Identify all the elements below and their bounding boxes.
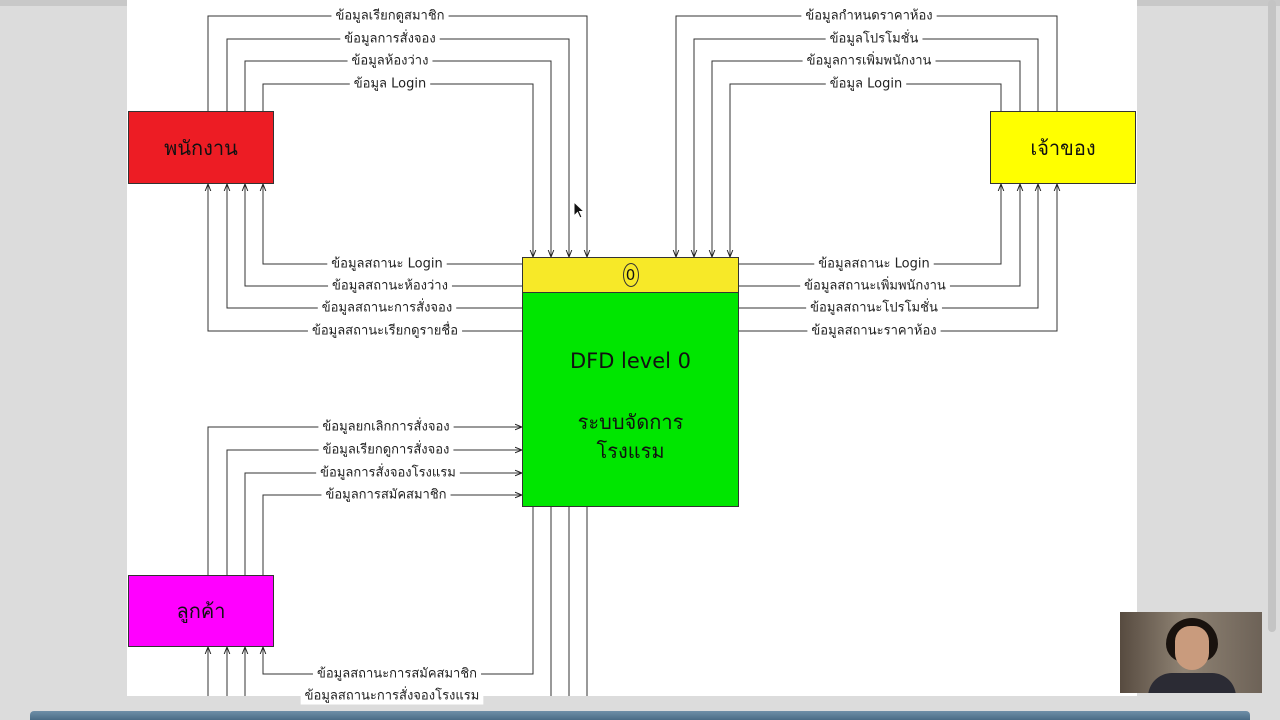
flow-process-to-customer-1 xyxy=(263,507,534,675)
flow-label-owner-out-3: ข้อมูลสถานะโปรโมชั่น xyxy=(810,299,938,316)
flow-process-to-owner-1 xyxy=(739,184,1001,265)
process-number: 0 xyxy=(622,263,639,287)
flow-label-customer-out-1: ข้อมูลสถานะการสมัคสมาชิก xyxy=(317,667,477,682)
process-hotel-system[interactable]: DFD level 0 ระบบจัดการ โรงแรม xyxy=(522,292,739,507)
flow-customer-to-process-4 xyxy=(262,495,522,575)
flow-label-staff-in-4: ข้อมูล Login xyxy=(354,77,426,92)
flow-label-customer-in-2: ข้อมูลเรียกดูการสั่งจอง xyxy=(323,441,450,458)
flow-label-owner-in-4: ข้อมูล Login xyxy=(830,77,902,92)
flow-label-customer-in-1: ข้อมูลยกเลิกการสั่งจอง xyxy=(322,418,449,435)
flow-label-staff-in-1: ข้อมูลเรียกดูสมาชิก xyxy=(335,8,444,24)
flow-label-owner-out-2: ข้อมูลสถานะเพิ่มพนักงาน xyxy=(804,277,946,294)
dock-bar xyxy=(30,711,1250,720)
entity-staff[interactable]: พนักงาน xyxy=(128,111,274,184)
flow-label-owner-in-2: ข้อมูลโปรโมชั่น xyxy=(830,30,919,47)
flow-label-staff-out-1: ข้อมูลสถานะ Login xyxy=(331,257,442,272)
process-header[interactable]: 0 xyxy=(522,257,739,293)
process-name-line-2: โรงแรม xyxy=(596,439,665,463)
flow-label-owner-out-1: ข้อมูลสถานะ Login xyxy=(818,257,929,272)
webcam-overlay xyxy=(1120,612,1262,693)
flow-process-to-staff-1 xyxy=(263,184,522,265)
flow-label-staff-in-2: ข้อมูลการสั่งจอง xyxy=(344,30,435,47)
flow-label-owner-in-1: ข้อมูลกำหนดราคาห้อง xyxy=(805,9,932,24)
flow-label-staff-out-4: ข้อมูลสถานะเรียกดูรายชื่อ xyxy=(312,322,458,339)
flow-owner-to-process-4 xyxy=(730,83,1002,257)
entity-customer-label: ลูกค้า xyxy=(176,599,226,623)
process-name-line-1: ระบบจัดการ xyxy=(577,410,684,434)
flow-owner-to-process-2 xyxy=(694,38,1039,257)
flow-label-customer-in-4: ข้อมูลการสมัคสมาชิก xyxy=(325,488,446,503)
flow-label-customer-out-2: ข้อมูลสถานะการสั่งจองโรงแรม xyxy=(305,687,480,704)
entity-staff-label: พนักงาน xyxy=(164,135,238,160)
flow-label-customer-in-3: ข้อมูลการสั่งจองโรงแรม xyxy=(320,464,456,481)
entity-customer[interactable]: ลูกค้า xyxy=(128,575,274,647)
flow-label-staff-in-3: ข้อมูลห้องว่าง xyxy=(352,54,429,69)
process-name: ระบบจัดการ โรงแรม xyxy=(523,408,738,466)
flow-label-owner-in-3: ข้อมูลการเพิ่มพนักงาน xyxy=(807,52,932,69)
mouse-pointer-icon xyxy=(573,201,585,219)
vertical-scrollbar[interactable] xyxy=(1268,0,1276,632)
flow-label-staff-out-2: ข้อมูลสถานะห้องว่าง xyxy=(332,279,448,294)
entity-owner-label: เจ้าของ xyxy=(1030,135,1096,160)
entity-owner[interactable]: เจ้าของ xyxy=(990,111,1136,184)
process-title: DFD level 0 xyxy=(569,349,692,373)
flow-label-owner-out-4: ข้อมูลสถานะราคาห้อง xyxy=(811,324,936,339)
flow-staff-to-process-2 xyxy=(226,38,569,257)
flow-staff-to-process-4 xyxy=(262,83,533,257)
flow-label-staff-out-3: ข้อมูลสถานะการสั่งจอง xyxy=(322,299,452,316)
